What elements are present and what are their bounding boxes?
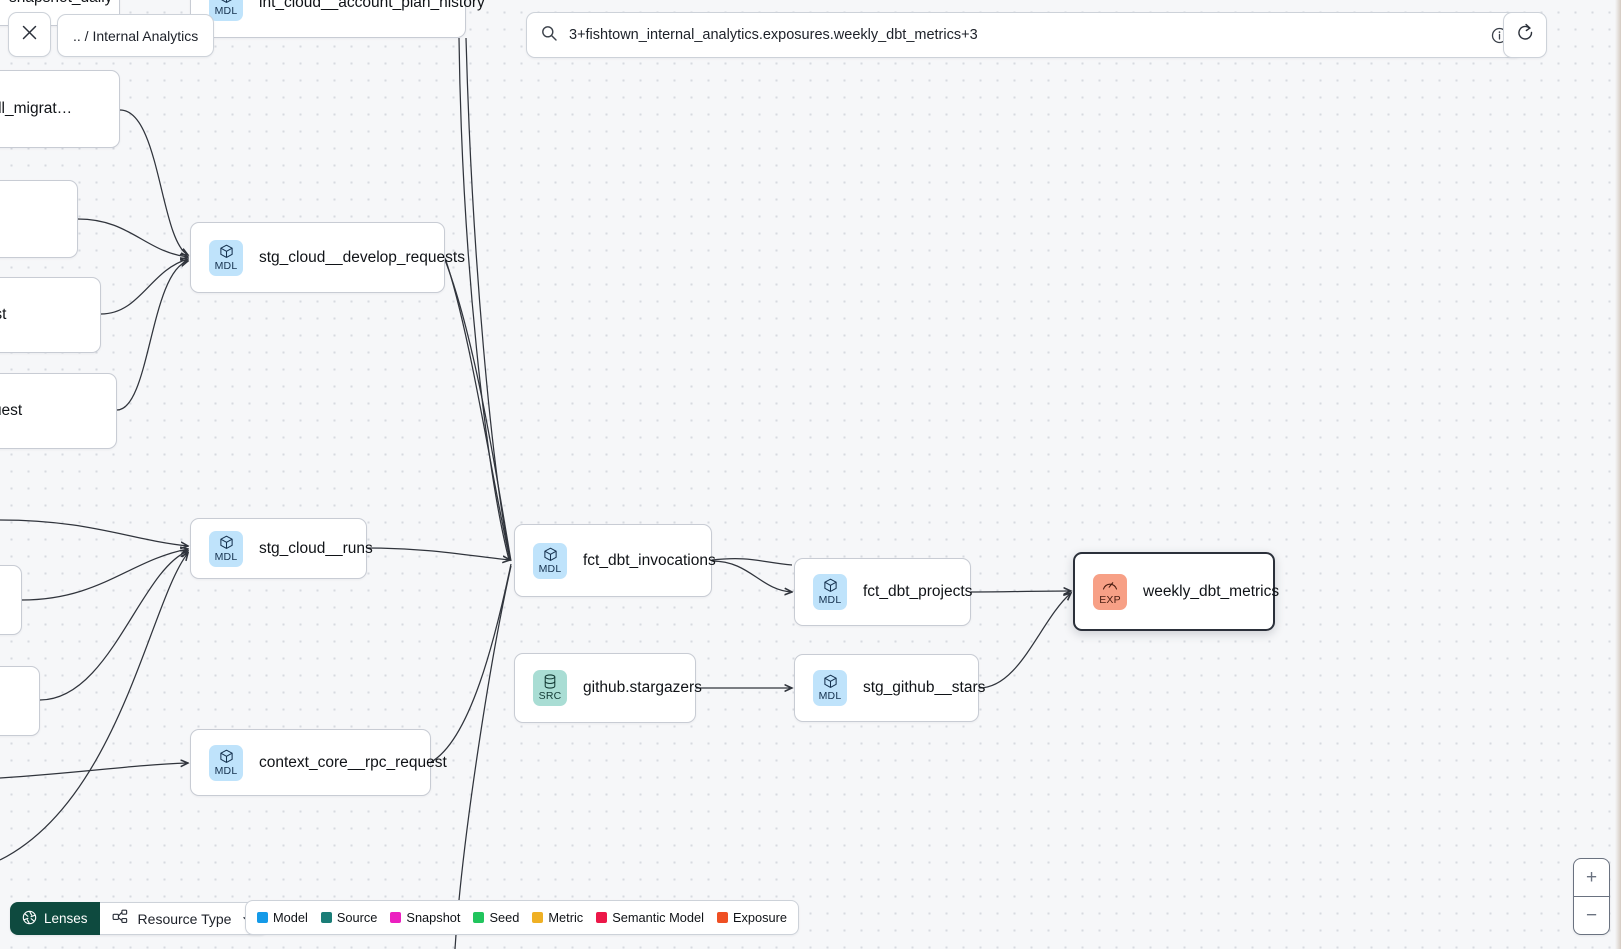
node-label: snapshot_daily (9, 0, 112, 7)
node-type-abbr: MDL (214, 550, 238, 563)
node-label: stg_github__stars (863, 679, 986, 696)
lineage-node[interactable]: MDL stg_cloud__develop_requests (190, 222, 465, 293)
lineage-node[interactable]: MDL_run (0, 666, 40, 736)
legend-label: Snapshot (406, 910, 461, 925)
legend-label: Source (336, 910, 378, 925)
lineage-search-bar[interactable] (526, 12, 1523, 58)
cube-icon (823, 578, 838, 594)
node-type-badge: MDL (209, 530, 243, 567)
lineage-node[interactable]: MDL_develop_request (0, 373, 117, 449)
node-type-badge: SRC (533, 670, 567, 706)
node-type-abbr: EXP (1099, 593, 1121, 606)
lineage-node[interactable]: MDLvelop_request (0, 277, 101, 353)
gauge-icon (1102, 578, 1118, 594)
lineage-node[interactable]: MDL fct_dbt_invocations (514, 524, 716, 597)
legend-swatch (390, 912, 402, 923)
node-type-badge: MDL (209, 239, 243, 276)
legend-item[interactable]: Source (320, 910, 378, 925)
lenses-label: Lenses (44, 911, 88, 926)
cube-icon (219, 244, 234, 260)
legend-swatch (473, 912, 485, 923)
lineage-node[interactable]: MDLp_request (0, 180, 78, 258)
lenses-button[interactable]: Lenses (10, 902, 100, 935)
lineage-node[interactable]: SRC github.stargazers (514, 653, 702, 723)
node-label: int_cloud__account_plan_history (259, 0, 485, 11)
node-type-abbr: SRC (538, 690, 562, 702)
node-label: github.stargazers (583, 679, 702, 696)
legend-item[interactable]: Seed (473, 910, 519, 925)
nodes-icon (112, 909, 129, 928)
node-type-abbr: MDL (214, 764, 238, 777)
breadcrumb[interactable]: .. / Internal Analytics (57, 14, 215, 57)
legend-swatch (716, 912, 728, 923)
lineage-node[interactable]: MDL fct_dbt_projects (794, 558, 973, 626)
zoom-controls: + − (1573, 858, 1610, 935)
search-input[interactable] (567, 26, 1491, 44)
node-label: context_core__rpc_request (259, 753, 447, 771)
legend-item[interactable]: Model (257, 910, 308, 925)
legend-label: Exposure (732, 910, 788, 925)
cube-icon (219, 0, 234, 5)
cube-icon (823, 674, 838, 690)
legend-swatch (320, 912, 332, 923)
zoom-in-button[interactable]: + (1585, 867, 1598, 888)
node-label: fct_dbt_invocations (583, 551, 716, 569)
legend-swatch (596, 912, 608, 923)
resource-type-label: Resource Type (137, 910, 232, 927)
database-icon (543, 674, 557, 690)
resource-type-filter[interactable]: Resource Type (99, 902, 269, 935)
legend-label: Semantic Model (612, 910, 704, 925)
legend-label: Metric (548, 910, 584, 925)
breadcrumb-label: .. / Internal Analytics (73, 27, 199, 44)
refresh-button[interactable] (1503, 12, 1547, 58)
legend-swatch (532, 912, 544, 923)
node-type-abbr: MDL (818, 690, 842, 702)
node-label: multicell_migrat… (0, 100, 73, 117)
node-label: weekly_dbt_metrics (1143, 582, 1280, 600)
node-label: stg_cloud__runs (259, 539, 373, 557)
cube-icon (219, 535, 234, 551)
legend-item[interactable]: Semantic Model (596, 910, 704, 925)
lineage-node[interactable]: MDLn (0, 565, 22, 635)
node-type-badge: EXP (1093, 573, 1127, 610)
lineage-node[interactable]: MDL stg_cloud__runs (190, 518, 373, 579)
node-label: _develop_request (0, 402, 23, 419)
node-type-abbr: MDL (214, 5, 238, 17)
cube-icon (543, 547, 558, 563)
right-edge-shadow (1615, 0, 1621, 949)
node-type-abbr: MDL (818, 594, 842, 606)
node-type-badge: MDL (813, 574, 847, 610)
node-type-badge: MDL (533, 542, 567, 579)
lineage-node[interactable]: MDLmulticell_migrat… (0, 70, 120, 148)
node-type-badge: MDL (813, 670, 847, 706)
legend-label: Seed (489, 910, 520, 925)
lineage-node[interactable]: EXP weekly_dbt_metrics (1073, 552, 1279, 631)
node-type-abbr: MDL (538, 562, 562, 575)
lineage-node[interactable]: MDL int_cloud__account_plan_history (190, 0, 485, 38)
legend-item[interactable]: Snapshot (390, 910, 460, 925)
resource-type-legend: Model Source Snapshot Seed Metric Semantic Mo… (245, 900, 800, 935)
refresh-icon (1516, 23, 1535, 47)
aperture-icon (22, 910, 37, 928)
lineage-node[interactable]: MDL context_core__rpc_request (190, 729, 447, 796)
node-type-abbr: MDL (214, 259, 238, 272)
node-label: velop_request (0, 306, 7, 323)
legend-item[interactable]: Exposure (716, 910, 788, 925)
legend-item[interactable]: Metric (532, 910, 583, 925)
legend-label: Model (273, 910, 308, 925)
node-label: fct_dbt_projects (863, 583, 973, 600)
node-type-badge: MDL (209, 744, 243, 781)
search-icon (541, 25, 557, 46)
node-type-badge: MDL (209, 0, 243, 21)
lineage-node[interactable]: MDL stg_github__stars (794, 654, 985, 722)
close-panel-button[interactable] (8, 12, 51, 57)
legend-swatch (257, 912, 268, 923)
node-label: stg_cloud__develop_requests (259, 248, 465, 266)
zoom-out-button[interactable]: − (1574, 896, 1609, 934)
cube-icon (219, 749, 234, 765)
lens-toolbar: Lenses Resource Type (10, 902, 269, 935)
close-icon (21, 24, 38, 46)
